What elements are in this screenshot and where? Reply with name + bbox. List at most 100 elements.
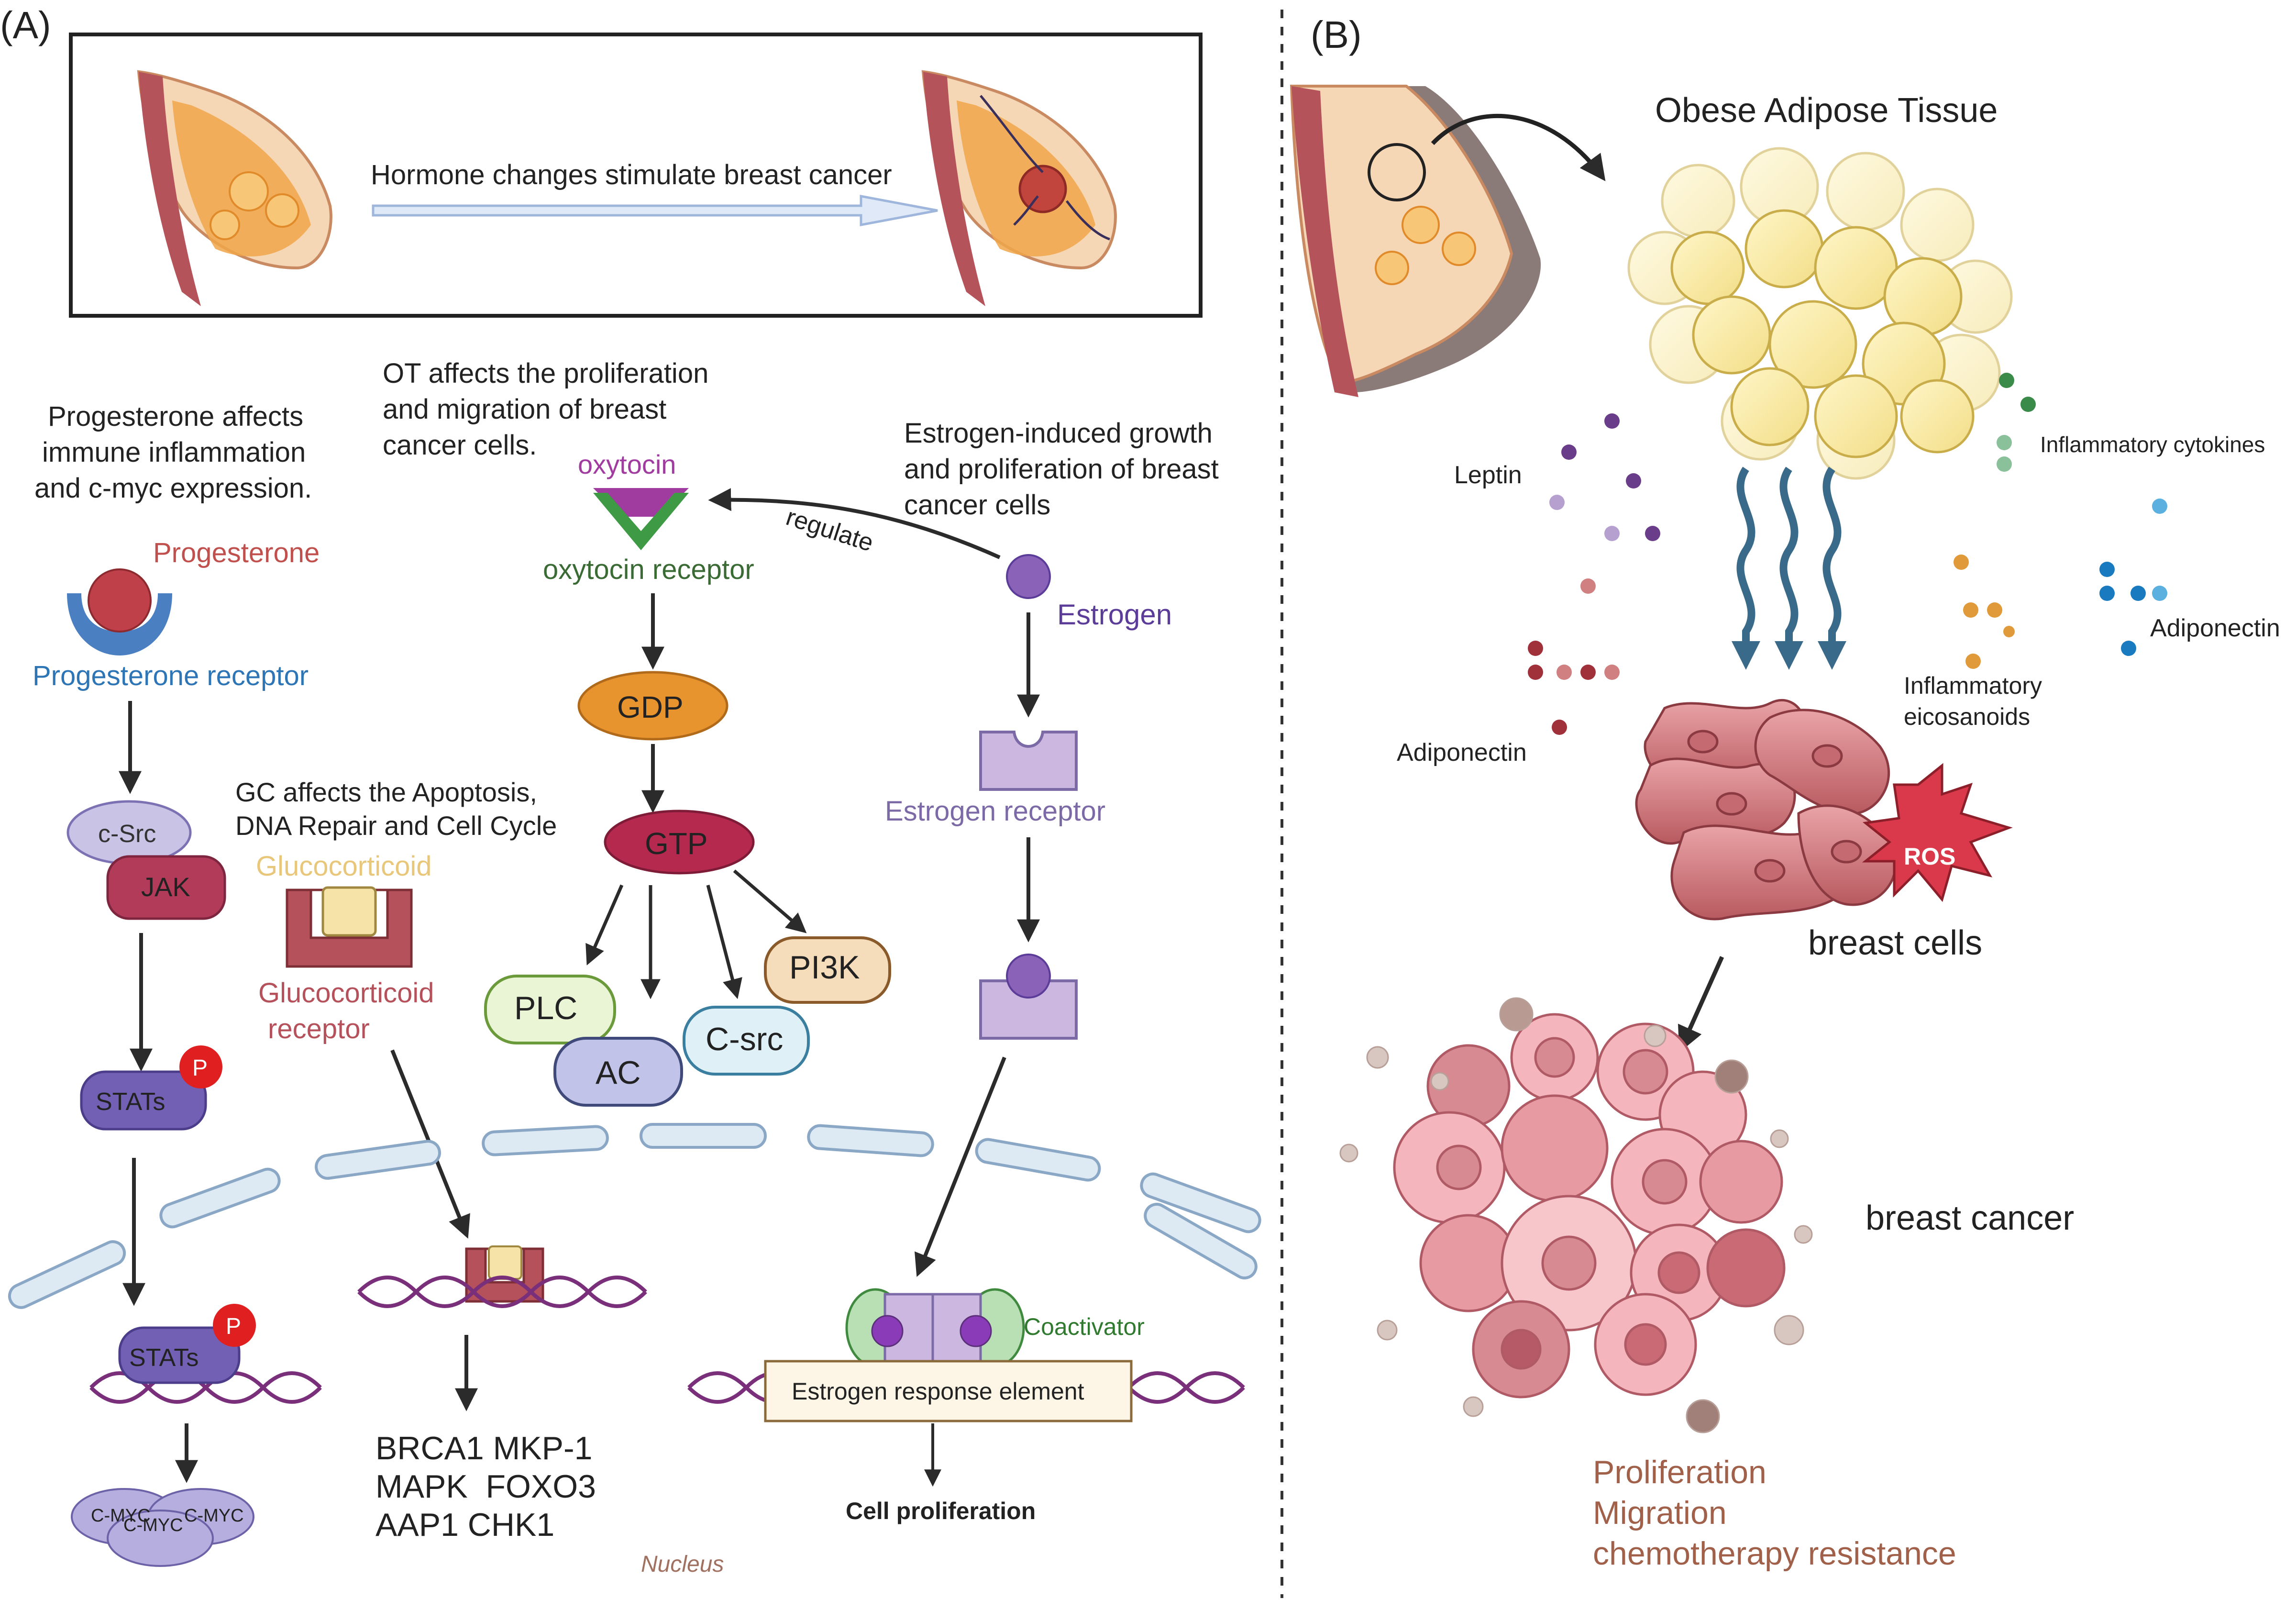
arrow-gtp-pi3k (733, 869, 807, 933)
progesterone-receptor-label: Progesterone receptor (33, 660, 309, 691)
breast-cancer-cluster (1393, 1013, 1786, 1399)
oxytocin-receptor-icon (593, 488, 689, 550)
glucocorticoid-label: Glucocorticoid (256, 851, 431, 882)
ac-label: AC (596, 1055, 640, 1091)
plc-node (484, 975, 616, 1044)
pi3k-node (764, 936, 891, 1004)
jak-label: JAK (141, 872, 190, 902)
cytokine-dots (1997, 373, 2036, 472)
arrow-zoom (1431, 113, 1606, 181)
oxytocin-caption-1: OT affects the proliferation (383, 358, 708, 389)
coactivator-complex-icon (845, 1288, 1025, 1367)
adiponectin-right-label: Adiponectin (2150, 614, 2280, 642)
nucleus-label: Nucleus (641, 1552, 724, 1577)
cell-proliferation-label: Cell proliferation (846, 1498, 1036, 1524)
outcome-migration: Migration (1593, 1495, 1727, 1531)
gc-receptor-nucleus-icon (465, 1245, 544, 1303)
gtp-node (604, 810, 755, 875)
breast-cells-label: breast cells (1808, 924, 1982, 962)
gtp-label: GTP (645, 826, 708, 861)
ac-node (553, 1037, 683, 1107)
eicosanoid-dots (1954, 555, 2015, 669)
ros-label: ROS (1904, 843, 1955, 870)
cmyc-label-1: C-MYC (91, 1506, 151, 1526)
dna-strand-2 (357, 1276, 647, 1308)
cmyc-label-3: C-MYC (184, 1506, 244, 1526)
plc-label: PLC (514, 990, 577, 1026)
arrow-complex-nucleus (914, 1056, 1006, 1277)
phospho-label-1: P (192, 1055, 208, 1081)
phospho-badge-2 (213, 1304, 256, 1347)
glucocorticoid-receptor-icon (286, 886, 413, 968)
adipocyte-cluster (1627, 147, 2013, 480)
estrogen-caption-1: Estrogen-induced growth (904, 418, 1213, 449)
progesterone-caption-3: and c-myc expression. (34, 473, 312, 504)
phospho-label-2: P (226, 1314, 241, 1339)
gc-genes-2: MAPK FOXO3 (375, 1468, 596, 1505)
arrow-gtp-csrc (706, 885, 742, 999)
cmyc-label-2: C-MYC (123, 1515, 183, 1535)
leptin-label: Leptin (1454, 461, 1522, 489)
progesterone-caption-2: immune inflammation (42, 437, 306, 468)
breast-cancer-label: breast cancer (1866, 1199, 2074, 1237)
panel-b-label: (B) (1311, 13, 1362, 56)
jak-node (106, 855, 226, 920)
secretion-arrows (1736, 466, 1842, 651)
progesterone-receptor-icon (67, 568, 172, 655)
estrogen-caption-2: and proliferation of breast (904, 454, 1219, 485)
oxytocin-caption-3: cancer cells. (383, 430, 537, 461)
estrogen-icon (1006, 554, 1051, 599)
adiponectin-dots-right (2099, 499, 2167, 656)
gc-genes-1: BRCA1 MKP-1 (375, 1430, 592, 1466)
ere-box (764, 1360, 1133, 1422)
coactivator-label: Coactivator (1024, 1313, 1145, 1340)
obese-adipose-title: Obese Adipose Tissue (1655, 91, 1998, 130)
ros-burst-icon (1862, 763, 2013, 902)
panel-a-label: (A) (0, 4, 51, 46)
breast-illustration-healthy (137, 70, 332, 306)
adiponectin-left-label: Adiponectin (1397, 739, 1527, 766)
stats-nucleus-node (118, 1326, 241, 1384)
pi3k-label: PI3K (789, 949, 860, 986)
estrogen-label: Estrogen (1057, 599, 1172, 631)
stats-node (80, 1070, 207, 1131)
leptin-dots (1549, 413, 1660, 541)
cancer-particles (1339, 997, 1813, 1433)
eicosanoids-label-1: Inflammatory (1904, 672, 2042, 699)
estrogen-receptor-label: Estrogen receptor (885, 796, 1105, 827)
eicosanoids-label-2: eicosanoids (1904, 703, 2030, 730)
estrogen-er-complex-icon (979, 954, 1078, 1040)
gc-genes-3: AAP1 CHK1 (375, 1507, 554, 1543)
breast-cells-cluster (1635, 699, 1897, 921)
outcome-chemo-resistance: chemotherapy resistance (1593, 1535, 1956, 1572)
nuclear-membrane (8, 1123, 1261, 1309)
oxytocin-receptor-label: oxytocin receptor (543, 554, 754, 585)
oxytocin-caption-2: and migration of breast (383, 394, 666, 425)
stats-nucleus-label: STATs (129, 1344, 199, 1372)
ere-label: Estrogen response element (792, 1378, 1084, 1405)
arrow-cells-cancer (1678, 956, 1724, 1053)
arrow-gtp-plc (585, 884, 624, 966)
oxytocin-label: oxytocin (578, 449, 676, 479)
cytokines-label: Inflammatory cytokines (2040, 432, 2265, 457)
header-text: Hormone changes stimulate breast cancer (371, 159, 892, 190)
phospho-badge-1 (179, 1045, 222, 1088)
breast-illustration-tumor (921, 70, 1117, 306)
progesterone-label: Progesterone (153, 537, 320, 568)
adiponectin-dots-left (1528, 578, 1620, 735)
header-arrow (372, 194, 938, 227)
secretion-arrowheads (1732, 641, 1846, 670)
estrogen-caption-3: cancer cells (904, 489, 1050, 521)
csrc-label: c-Src (98, 820, 156, 848)
outcome-proliferation: Proliferation (1593, 1454, 1766, 1490)
estrogen-receptor-icon (979, 731, 1078, 791)
gdp-label: GDP (617, 690, 684, 724)
progesterone-caption-1: Progesterone affects (48, 401, 303, 432)
gdp-node (577, 671, 729, 741)
csrc2-label: C-src (706, 1021, 783, 1057)
gc-receptor-label-1: Glucocorticoid (258, 977, 434, 1009)
gc-caption-2: DNA Repair and Cell Cycle (235, 811, 557, 841)
cmyc-node-2 (107, 1510, 214, 1567)
